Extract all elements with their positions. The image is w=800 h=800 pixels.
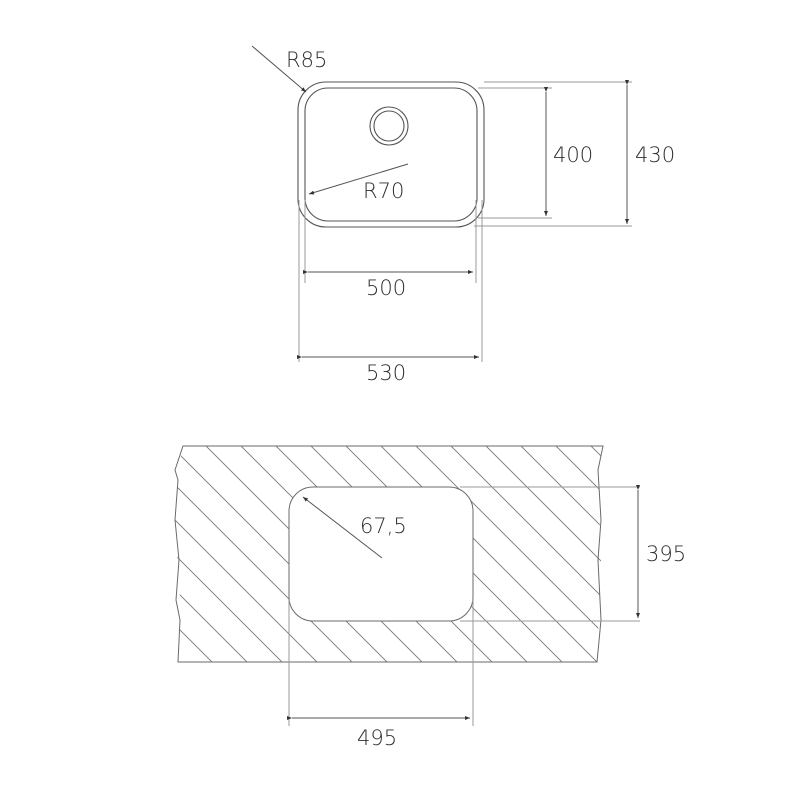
cutout-width-label: 495	[357, 726, 397, 750]
outer-width-label: 530	[366, 361, 406, 385]
inner-width-label: 500	[366, 276, 406, 300]
sink-top-view: R85 R70 400 430 500 530	[251, 45, 675, 385]
outer-height-label: 430	[635, 143, 675, 167]
inner-height-label: 400	[553, 143, 593, 167]
sink-outer-rim	[297, 81, 485, 228]
countertop-cutout-view: 67,5 395 495	[174, 445, 686, 750]
drain-inner-icon	[373, 110, 405, 142]
countertop-hatching	[175, 446, 603, 662]
r70-leader	[308, 163, 409, 195]
corner-radius-leader	[302, 496, 383, 559]
sink-inner-bowl	[304, 87, 478, 222]
r85-label: R85	[286, 48, 327, 72]
cutout-height-label: 395	[646, 542, 686, 566]
corner-radius-label: 67,5	[360, 514, 407, 538]
cutout-outline	[288, 486, 474, 622]
r70-label: R70	[363, 179, 404, 203]
r85-leader	[251, 45, 307, 93]
drain-outer-icon	[369, 106, 409, 146]
